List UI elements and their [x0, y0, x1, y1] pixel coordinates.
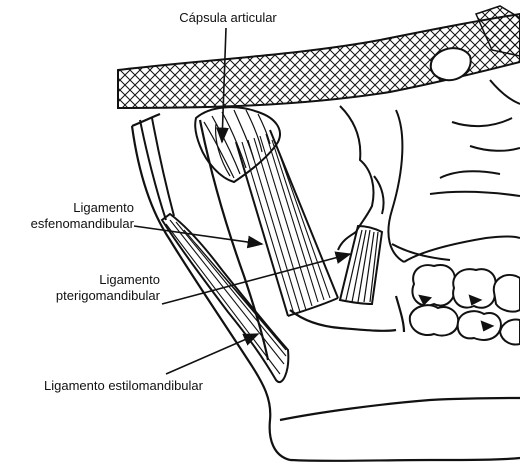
teeth [410, 265, 520, 345]
label-pterigo-line1: Ligamento [36, 272, 160, 288]
label-estilo-text: Ligamento estilomandibular [44, 378, 203, 394]
label-ligamento-pterigomandibular: Ligamento pterigomandibular [36, 272, 160, 304]
label-capsula-articular: Cápsula articular [168, 10, 288, 26]
label-ligamento-estilomandibular: Ligamento estilomandibular [44, 378, 203, 394]
sphenomandibular-ligament [236, 130, 338, 316]
label-pterigo-line2: pterigomandibular [36, 288, 160, 304]
label-capsula-text: Cápsula articular [168, 10, 288, 26]
styloid-process [140, 118, 174, 220]
label-esfeno-line2: esfenomandibular [6, 216, 134, 232]
pterygoid-plate [338, 106, 384, 250]
maxilla-outline [388, 80, 520, 262]
label-esfeno-line1: Ligamento [6, 200, 134, 216]
label-ligamento-esfenomandibular: Ligamento esfenomandibular [6, 200, 134, 232]
